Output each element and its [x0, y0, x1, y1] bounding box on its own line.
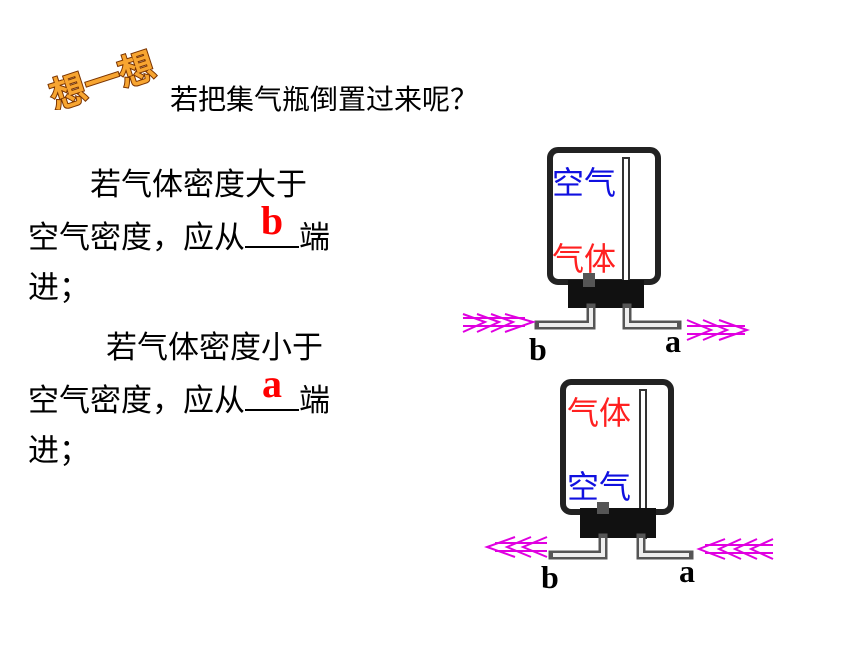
- title-badge: 想一想: [44, 45, 161, 110]
- label-top-gas: 气体: [552, 240, 616, 278]
- label-top-air: 空气: [552, 164, 616, 202]
- stopper-bottom: [580, 508, 656, 538]
- para1-line1: 若气体密度大于: [90, 167, 307, 203]
- para2-line2-prefix: 空气密度，应从: [28, 383, 245, 419]
- question-text: 若把集气瓶倒置过来呢？: [170, 83, 479, 116]
- gas-bottle-diagrams: 空气 气体 b a 气体 空气 b a: [462, 147, 774, 595]
- arrow-out-of-b-bottom: [484, 536, 548, 558]
- label-bottom-air: 空气: [567, 468, 631, 506]
- para1-answer: b: [260, 198, 284, 243]
- stopper-top: [568, 280, 644, 308]
- label-bottom-gas: 气体: [567, 394, 631, 432]
- inverted-bottle-bottom: 气体 空气 b a: [484, 379, 774, 595]
- stopper-cap-top: [583, 273, 595, 287]
- para1-line3: 进；: [28, 270, 90, 306]
- para2-line1: 若气体密度小于: [106, 330, 323, 366]
- port-a-top: a: [665, 323, 681, 359]
- port-b-bottom: b: [541, 559, 559, 595]
- title-badge-text: 想一想: [45, 46, 160, 110]
- para2-answer: a: [262, 361, 282, 406]
- para2-answer-blank: a: [245, 364, 299, 411]
- para1-answer-blank: b: [245, 201, 299, 248]
- arrow-into-b-top: [462, 313, 537, 333]
- arrow-into-a-bottom: [696, 538, 774, 560]
- arrow-out-of-a-top: [686, 319, 750, 341]
- stopper-cap-bottom: [597, 502, 609, 514]
- para1-line2-suffix: 端: [299, 220, 330, 256]
- port-a-bottom: a: [679, 553, 695, 589]
- pipe-b-top: [534, 303, 596, 330]
- para2-line3: 进；: [28, 433, 90, 469]
- para2-line2-suffix: 端: [299, 383, 330, 419]
- para1-line2-prefix: 空气密度，应从: [28, 220, 245, 256]
- inverted-bottle-top: 空气 气体 b a: [462, 147, 750, 367]
- port-b-top: b: [529, 331, 547, 367]
- pipe-b-bottom: [548, 533, 608, 560]
